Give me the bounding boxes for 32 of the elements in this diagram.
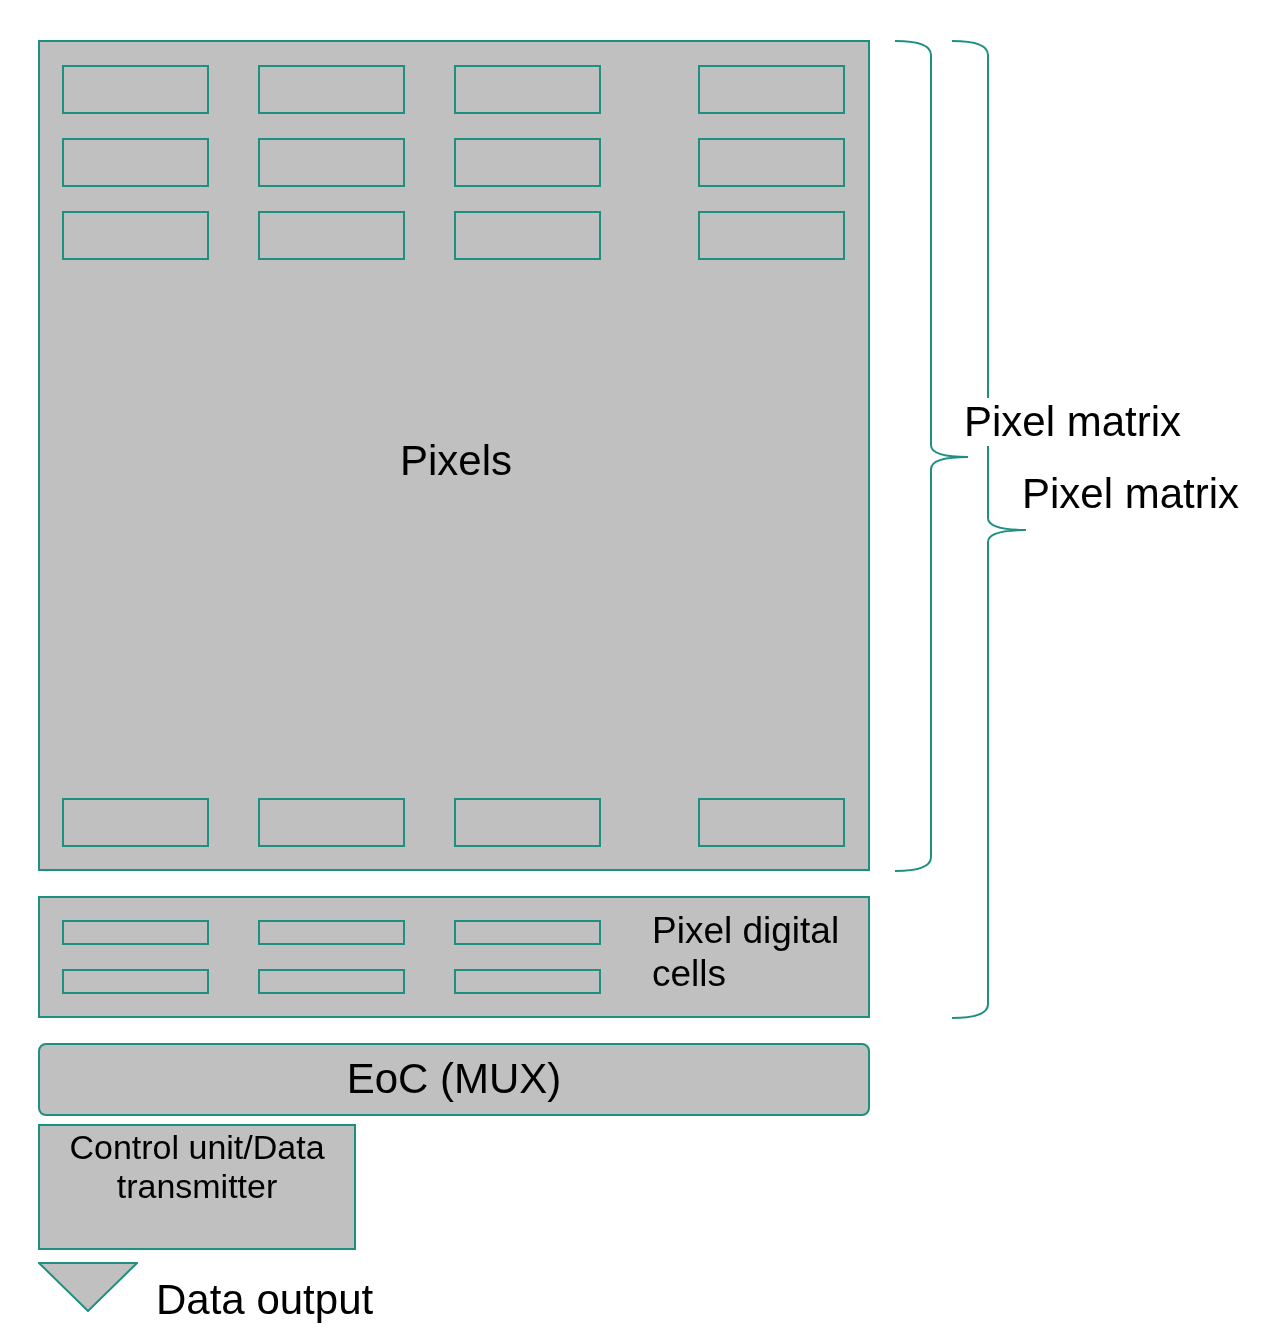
output-label: Data output <box>156 1276 374 1325</box>
pixel-cell <box>258 211 405 260</box>
pixel-cell <box>454 65 601 114</box>
pixel-cell <box>258 920 405 945</box>
box-label: EoC (MUX) <box>345 1055 563 1104</box>
block <box>38 896 870 1018</box>
block <box>38 1124 356 1250</box>
pixel-cell <box>258 65 405 114</box>
pixel-cell <box>454 920 601 945</box>
pixel-cell <box>258 138 405 187</box>
pixel-cell <box>62 969 209 994</box>
pixel-cell <box>698 65 845 114</box>
box-label: Control unit/Data transmitter <box>68 1128 326 1207</box>
box-label: Pixel digital cells <box>652 910 841 996</box>
pixel-matrix-block <box>38 40 870 871</box>
pixel-cell <box>62 65 209 114</box>
pixel-cell <box>454 138 601 187</box>
pixel-cell <box>454 798 601 847</box>
pixel-cell <box>454 969 601 994</box>
block <box>38 1043 870 1116</box>
pixel-cell <box>62 211 209 260</box>
pixel-cell <box>698 798 845 847</box>
pixel-cell <box>62 920 209 945</box>
pixel-cell <box>258 969 405 994</box>
pixel-cell <box>698 211 845 260</box>
pixel-cell <box>454 211 601 260</box>
output-triangle <box>38 1262 138 1312</box>
pixel-cell <box>258 798 405 847</box>
pixel-cell <box>698 138 845 187</box>
pixel-cell <box>62 138 209 187</box>
pixel-cell <box>62 798 209 847</box>
box-label: Pixels <box>398 437 513 486</box>
